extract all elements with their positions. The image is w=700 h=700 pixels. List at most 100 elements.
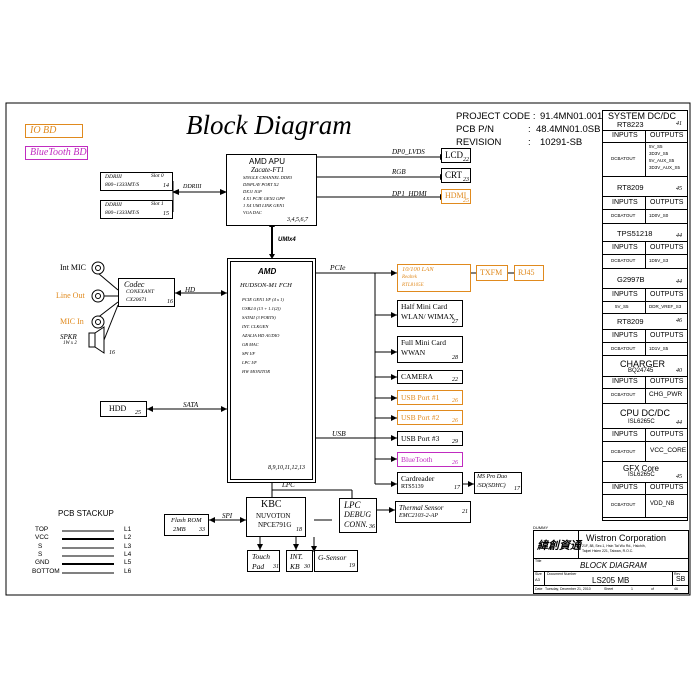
int-kb-block[interactable]: INT. KB 30 [286,550,313,572]
half-mini-card[interactable]: Half Mini Card WLAN/ WIMAX 27 [397,300,463,327]
ms-pro-duo-block[interactable]: MS Pro Duo /SD(SDHC) 17 [474,472,522,494]
rt8209a-src: DCBATOUT [611,213,636,218]
tps-src: DCBATOUT [611,258,636,263]
usb-port-3-page: 29 [452,439,458,445]
rt8223-outputs: OUTPUTS [650,132,684,139]
lcd-block[interactable]: LCD 22 [441,148,471,163]
g-sensor-block[interactable]: G-Sensor 19 [314,550,358,572]
camera-page: 22 [452,377,458,383]
rt8223-inputs: INPUTS [612,132,638,139]
tps-page: 44 [676,233,682,239]
apu-block[interactable]: AMD APU Zacate-FT1 SINGLE CHANNEL DDR3 D… [226,154,317,226]
tb-rev-label: Rev [674,572,681,576]
int-kb-l1: INT. [290,552,303,561]
full-mini-card[interactable]: Full Mini Card WWAN 28 [397,336,463,363]
hdmi-page: 25 [463,198,469,204]
usb-port-2-label: USB Port #2 [401,413,440,422]
cpu-dcdc-part: ISL6265C [628,419,655,425]
touchpad-l2: Pad [252,562,265,571]
fch-feature: PCIE GEN1 I/F (4 x 1) [242,297,284,302]
revision-label: REVISION [456,137,502,148]
codec-block[interactable]: Codec CONEXANT CX20671 16 [118,278,175,307]
cpu-dcdc-table: INPUTS OUTPUTS DCBATOUT VCC_CORE [602,428,688,462]
usb-port-1-label: USB Port #1 [401,393,440,402]
pcb-pn-label: PCB P/N [456,124,495,135]
lpc-debug-page: 36 [369,524,375,530]
lan-vendor: Realtek [402,275,417,280]
kbc-page: 18 [296,527,302,533]
usb-port-1[interactable]: USB Port #1 26 [397,390,463,405]
bus-lvds-label: DP0_LVDS [392,148,425,156]
ddr-slot-1[interactable]: DDRIII 800~1333MT/S Slot 1 15 [100,200,173,219]
g-sensor-page: 19 [349,563,355,569]
fch-feature: SATAII (3 PORTS) [242,315,276,320]
cpu-dcdc-name: CPU DC/DC [620,408,671,418]
lpc-debug-l2: DEBUG [344,510,372,519]
lan-block[interactable]: 10/100 LAN Realtek RTL8105E [397,264,471,292]
ddr-page: 14 [163,183,169,189]
apu-feature: DISPLAY PORT X2 [243,182,279,187]
spi-bus-label: SPI [222,512,233,520]
flash-rom-title: Flash ROM [171,517,202,524]
stackup-layer-name: BOTTOM [32,568,60,575]
ddr-page: 15 [163,211,169,217]
charger-inputs: INPUTS [612,378,638,385]
hdd-label: HDD [109,404,127,413]
g2997-out: DDR_VREF_S3 [649,304,682,309]
hdmi-block[interactable]: HDMI 25 [441,189,471,204]
rt8209b-name: RT8209 [617,317,644,326]
charger-src: DCBATOUT [611,392,636,397]
lpc-bus-label: LPC [282,481,295,489]
lan-title: 10/100 LAN [402,266,434,273]
ms-pro-duo-sub: /SD(SDHC) [477,483,506,489]
gfx-part: ISL6265C [628,472,655,478]
fch-feature: INT. CLKGEN [242,324,269,329]
charger-table: INPUTS OUTPUTS DCBATOUT CHG_PWR [602,376,688,404]
pcie-bus-label: PCIe [330,263,346,272]
gfx-page: 45 [676,474,682,480]
thermal-sensor-title: Thermal Sensor [399,504,444,512]
lpc-debug-block[interactable]: LPC DEBUG CONN. 36 [339,498,377,533]
tb-rev-value: SB [676,576,686,583]
flash-rom-block[interactable]: Flash ROM 2MB 33 [164,514,209,536]
ddr-name: DDRIII [105,202,122,208]
hdd-block[interactable]: HDD 25 [100,401,147,417]
gfx-name: GFX Core [623,464,660,473]
txfm-block[interactable]: TXFM [476,265,508,281]
fch-feature: SPI I/F [242,351,256,356]
tb-of-label: of [651,587,654,591]
int-kb-l2: KB [290,562,300,571]
cpu-dcdc-src: DCBATOUT [611,449,636,454]
full-mini-card-title: Full Mini Card [401,338,447,347]
cardreader-block[interactable]: Cardreader RTS5139 17 [397,472,463,494]
hdd-page: 25 [135,410,141,416]
fch-block[interactable]: AMD HUDSON-M1 FCH PCIE GEN1 I/F (4 x 1) … [227,258,316,483]
g2997-src: 5V_S5 [615,304,629,309]
fch-pages: 8,9,10,11,12,13 [268,465,306,471]
usb-port-2[interactable]: USB Port #2 26 [397,410,463,425]
touchpad-block[interactable]: Touch Pad 31 [247,550,280,572]
bluetooth-label: BlueTooth [401,455,433,464]
thermal-sensor-block[interactable]: Thermal Sensor EMC2103-2-AP 21 [395,501,471,523]
ddr-speed: 800~1333MT/S [105,210,140,216]
tb-date-label: Date [535,587,543,591]
stackup-title: PCB STACKUP [58,509,114,518]
flash-rom-size: 2MB [173,526,186,533]
kbc-block[interactable]: KBC NUVOTON NPCE791G 18 [246,497,306,537]
rt8209b-table: INPUTS OUTPUTS DCBATOUT 1D1V_S5 [602,329,688,356]
usb-port-3[interactable]: USB Port #3 29 [397,431,463,446]
ddr-slot-0[interactable]: DDRIII 800~1333MT/S Slot 0 14 [100,172,173,191]
g2997-outputs: OUTPUTS [650,291,684,298]
rt8223-out: 5V_AUX_S5 [649,158,675,163]
rj45-block[interactable]: RJ45 [514,265,544,281]
ddr-bus-label: DDRIII [183,184,202,190]
rt8209a-outputs: OUTPUTS [650,199,684,206]
revision-sep: : [528,137,531,148]
camera-block[interactable]: CAMERA 22 [397,370,463,384]
crt-block[interactable]: CRT 23 [441,168,471,183]
codec-vendor: CONEXANT [126,289,155,295]
tb-date-value: Tuesday, December 21, 2010 [545,587,591,591]
bluetooth-block[interactable]: BlueTooth 26 [397,452,463,467]
full-mini-card-page: 28 [452,355,458,361]
pcb-pn-sep: : [528,124,531,135]
